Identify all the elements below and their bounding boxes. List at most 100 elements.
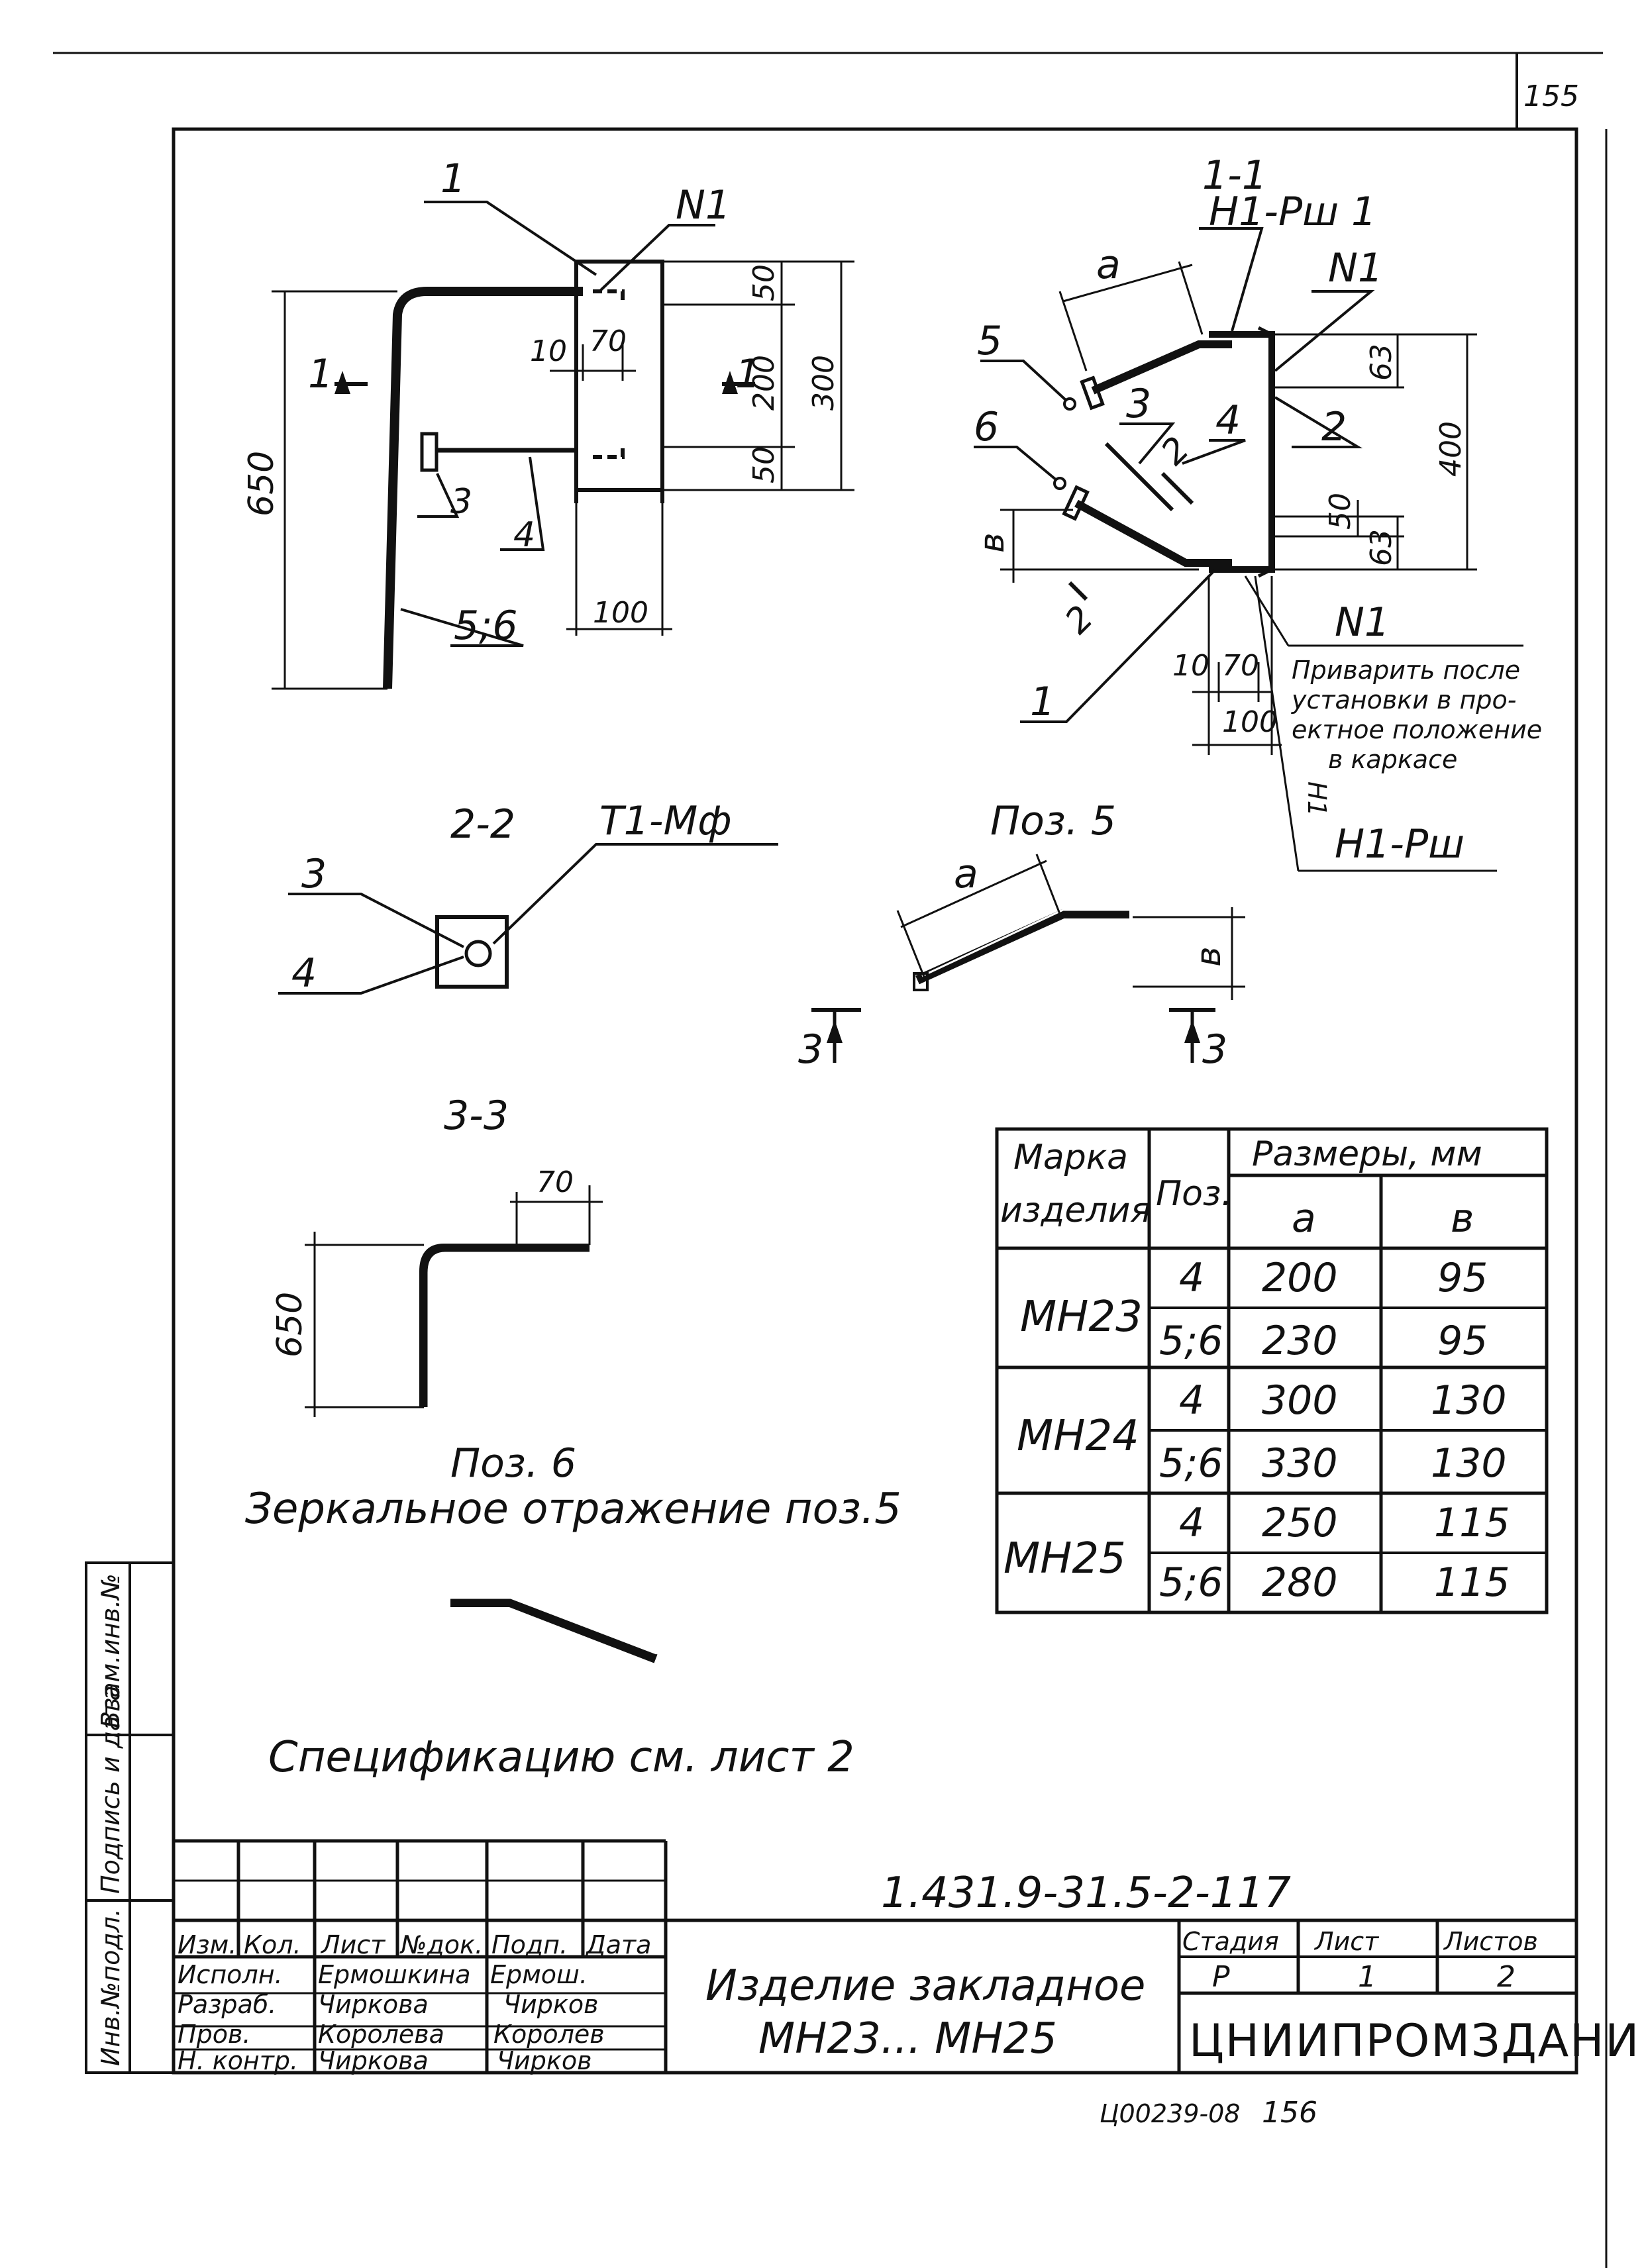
main-label-n1: N1 <box>676 182 731 228</box>
table-pos: 5;6 <box>1159 1440 1223 1487</box>
pos-5-dim-b: в <box>1189 946 1229 967</box>
table-value-b: 130 <box>1431 1440 1507 1487</box>
main-dim-50-top: 50 <box>747 264 781 301</box>
section-1-1-dim-63-bot: 63 <box>1364 529 1398 566</box>
table-mark-mn24: МН24 <box>1017 1412 1139 1461</box>
section-3-3-dim-70: 70 <box>537 1165 574 1199</box>
table-value-a: 230 <box>1262 1318 1338 1364</box>
section-1-1-weld-top: Н1-Рш <box>1209 189 1339 235</box>
title-row-signature: Чирков <box>503 1990 598 2019</box>
section-2-2-label-4: 4 <box>291 950 317 997</box>
title-row-name: Ермошкина <box>318 1960 471 1989</box>
table-value-a: 280 <box>1262 1559 1338 1606</box>
section-1-1-dim-63-top: 63 <box>1364 344 1398 381</box>
section-3-3 <box>305 1185 603 1417</box>
title-block <box>174 1839 1576 2073</box>
table-value-b: 95 <box>1437 1255 1488 1301</box>
title-header-list: Лист <box>320 1930 386 1959</box>
title-line-2: МН23... МН25 <box>758 2014 1057 2063</box>
main-view-arrows <box>334 371 738 394</box>
stage-value: Р <box>1212 1960 1230 1994</box>
table-mark-mn23: МН23 <box>1020 1293 1143 1342</box>
archive-page: 156 <box>1262 2096 1317 2130</box>
sheets-value: 2 <box>1497 1960 1516 1994</box>
main-section-mark-right: 1 <box>735 351 760 397</box>
main-section-mark-left: 1 <box>308 351 333 397</box>
title-header-izm: Изм. <box>178 1930 236 1959</box>
section-1-1-dim-400: 400 <box>1434 421 1468 477</box>
section-1-1-weld-bot: Н1-Рш <box>1335 821 1464 867</box>
archive-number: Ц00239-08 <box>1100 2099 1240 2128</box>
table-pos: 5;6 <box>1159 1559 1223 1606</box>
title-row-signature: Ермош. <box>490 1960 588 1989</box>
section-3-3-dim-650: 650 <box>270 1292 310 1357</box>
main-dim-650: 650 <box>242 451 282 517</box>
title-row-role: Разраб. <box>178 1990 276 2019</box>
table-mark-mn25: МН25 <box>1003 1534 1126 1583</box>
main-dim-300: 300 <box>807 355 841 411</box>
sheet-frame <box>53 52 1608 2268</box>
table-pos: 4 <box>1179 1377 1204 1424</box>
table-value-b: 115 <box>1434 1500 1510 1546</box>
title-row-name: Королева <box>318 2020 444 2049</box>
title-row-name: Чиркова <box>318 2046 429 2075</box>
pos-5-dim-a: а <box>954 851 978 897</box>
table-pos: 4 <box>1179 1255 1204 1301</box>
table-value-a: 250 <box>1262 1500 1338 1546</box>
title-row-signature: Королев <box>493 2020 605 2049</box>
table-header-mark-1: Марка <box>1013 1138 1128 1177</box>
title-header-kol: Кол. <box>244 1930 301 1959</box>
main-dim-70: 70 <box>590 324 627 358</box>
table-value-a: 200 <box>1262 1255 1338 1301</box>
reference-note: Спецификацию см. лист 2 <box>268 1733 854 1782</box>
section-1-1-dim-10: 10 <box>1172 649 1209 683</box>
table-value-a: 300 <box>1262 1377 1338 1424</box>
table-pos: 4 <box>1179 1500 1204 1546</box>
organization: ЦНИИПРОМЗДАНИЙ <box>1189 2014 1644 2067</box>
pos-6-title: Поз. 6 <box>450 1440 576 1487</box>
table-value-b: 130 <box>1431 1377 1507 1424</box>
title-header-date: Дата <box>585 1930 651 1959</box>
section-1-1-dim-50: 50 <box>1323 493 1357 530</box>
section-1-1-label-6: 6 <box>974 404 999 450</box>
table-header-pos: Поз. <box>1156 1174 1232 1214</box>
section-1-1-cut-2: 2 <box>1154 429 1198 473</box>
table-header-mark-2: изделия <box>1000 1191 1151 1230</box>
side-stamp-inv: Инв.№подл. <box>96 1908 125 2066</box>
table-value-b: 95 <box>1437 1318 1488 1364</box>
table-value-b: 115 <box>1434 1559 1510 1606</box>
page-number: 155 <box>1523 79 1579 113</box>
section-1-1-cut-2-b: 2 <box>1058 598 1102 642</box>
main-view <box>272 201 854 690</box>
section-1-1-label-3: 3 <box>1126 381 1151 427</box>
main-dim-10: 10 <box>530 334 567 368</box>
section-1-1-note-line2: установки в про- <box>1291 685 1516 715</box>
section-1-1-dim-70: 70 <box>1222 649 1259 683</box>
section-1-1-label-4: 4 <box>1215 397 1241 444</box>
section-2-2-title: 2-2 <box>450 801 515 848</box>
section-1-1-label-5: 5 <box>977 318 1002 364</box>
section-1-1-label-n1-bot: N1 <box>1335 599 1390 646</box>
title-header-sign: Подп. <box>491 1930 568 1959</box>
side-stamp-replace: Взам.инв.№ <box>96 1573 125 1728</box>
main-dim-200: 200 <box>747 355 781 411</box>
section-1-1-dim-a: а <box>1096 242 1121 288</box>
title-row-signature: Чирков <box>497 2046 591 2075</box>
main-dim-100: 100 <box>593 596 648 630</box>
section-1-1 <box>974 227 1523 872</box>
sheet-label: Лист <box>1313 1927 1380 1956</box>
title-line-1: Изделие закладное <box>705 1961 1145 2010</box>
title-header-doc: №док. <box>399 1930 483 1959</box>
dimensions-table <box>995 1127 1549 1614</box>
pos-6-caption: Зеркальное отражение поз.5 <box>245 1485 901 1534</box>
section-1-1-note-line1: Приварить после <box>1292 656 1520 685</box>
main-label-4: 4 <box>513 515 535 555</box>
main-dim-50-bot: 50 <box>747 446 781 483</box>
section-1-1-title: 1-1 <box>1202 152 1267 199</box>
table-value-a: 330 <box>1262 1440 1338 1487</box>
section-2-2 <box>278 843 778 995</box>
title-row-role: Пров. <box>178 2020 250 2049</box>
side-stamp-signature: Подпись и дата <box>96 1685 125 1894</box>
side-stamp <box>85 1561 175 2074</box>
pos-5-cut-right: 3 <box>1202 1026 1227 1073</box>
